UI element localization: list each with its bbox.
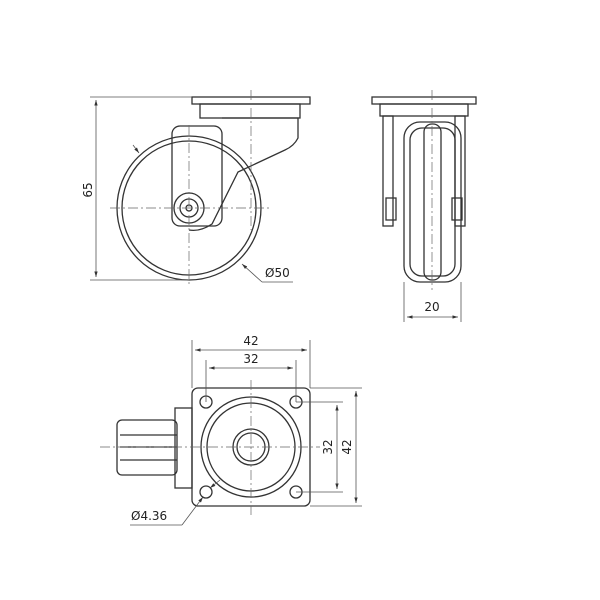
front-view: 20 xyxy=(371,90,477,322)
height-dimension: 65 xyxy=(81,182,95,197)
fork xyxy=(171,125,223,227)
plate-height-dimension: 42 xyxy=(340,439,354,454)
hole-diameter-dimension: Ø4.36 xyxy=(131,509,167,523)
plate-width-dimension: 42 xyxy=(243,334,258,348)
swivel-bearing xyxy=(199,103,301,119)
hole-spacing-y-dimension: 32 xyxy=(321,439,335,454)
hole-spacing-x-dimension: 32 xyxy=(243,352,258,366)
wheel-front xyxy=(403,121,462,283)
side-view: 65 Ø50 xyxy=(81,90,311,285)
mounting-hole xyxy=(199,485,213,499)
top-plate-view: 42 32 32 42 Ø4.36 xyxy=(100,334,362,526)
wheel-width-dimension: 20 xyxy=(424,300,439,314)
wheel-diameter-dimension: Ø50 xyxy=(265,266,290,280)
fork-bracket xyxy=(188,117,299,232)
